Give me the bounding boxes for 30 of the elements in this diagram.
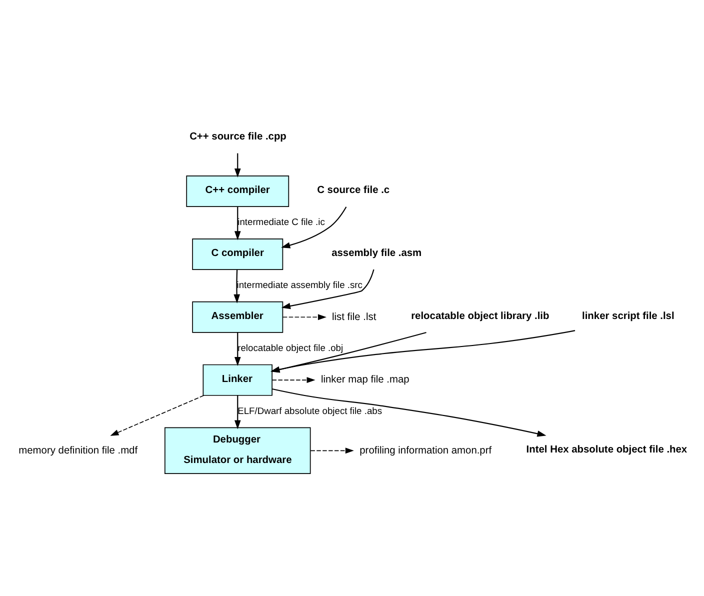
arrow <box>281 269 374 310</box>
node-text: assembly file .asm <box>332 248 422 259</box>
node-text: C source file .c <box>317 185 390 196</box>
node-text: relocatable object library .lib <box>411 310 550 322</box>
node-box: C compiler <box>192 238 284 270</box>
node-text: Intel Hex absolute object file .hex <box>526 444 688 456</box>
node-box: C++ compiler <box>186 176 290 208</box>
node-box: Debugger Simulator or hardware <box>164 427 311 474</box>
edge-label: intermediate C file .ic <box>238 217 325 228</box>
arrow <box>272 377 316 384</box>
arrow <box>110 395 204 436</box>
arrow <box>234 153 241 178</box>
arrow <box>282 314 326 320</box>
node-text: linker map file .map <box>320 374 410 386</box>
arrow <box>281 206 347 248</box>
arrow <box>272 388 546 437</box>
arrow <box>234 270 240 304</box>
node-text: C++ source file .cpp <box>190 131 286 142</box>
node-text: memory definition file .mdf <box>18 445 138 456</box>
arrow <box>234 206 241 240</box>
node-text: profiling information amon.prf <box>360 445 492 456</box>
node-box: Assembler <box>192 301 284 333</box>
arrow <box>234 396 241 430</box>
edge-label: relocatable object file .obj <box>238 342 344 353</box>
arrow <box>234 332 241 366</box>
arrow <box>310 448 354 454</box>
node-box: Linker <box>202 364 272 396</box>
edge-label: ELF/Dwarf absolute object file .abs <box>238 406 382 416</box>
node-text: linker script file .lsl <box>582 310 674 322</box>
node-text: list file .lst <box>332 312 376 323</box>
